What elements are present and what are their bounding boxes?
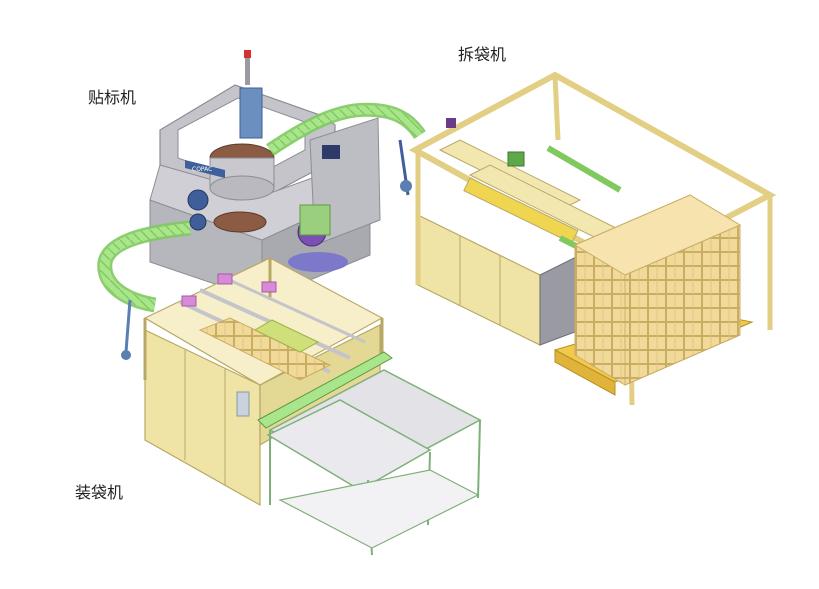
labeler-cylinder — [239, 87, 263, 139]
bagger-machine — [143, 257, 393, 507]
bagger-gripper-1 — [181, 295, 197, 307]
conveyor-left-curve — [97, 220, 191, 360]
labeler-touch-screen — [322, 145, 340, 159]
unbagger-bag-cutter — [463, 177, 579, 244]
bagger-gripper-2 — [217, 273, 233, 285]
label-unbagger: 拆袋机 — [458, 45, 506, 64]
label-bagger: 装袋机 — [75, 483, 123, 502]
labeler-roller-left — [187, 189, 209, 211]
conveyor-upper — [266, 102, 426, 196]
labeler-mast — [245, 55, 250, 85]
bagger-output-tables — [266, 369, 482, 556]
unbagger-machine — [408, 71, 777, 406]
labeler-star-wheel — [213, 211, 267, 233]
labeler-machine: COPAC — [149, 50, 381, 301]
label-labeler: 贴标机 — [88, 88, 136, 107]
unbagger-head — [507, 151, 525, 167]
labeler-brand-text: COPAC — [192, 166, 212, 173]
labeler-warning-light — [244, 50, 251, 58]
